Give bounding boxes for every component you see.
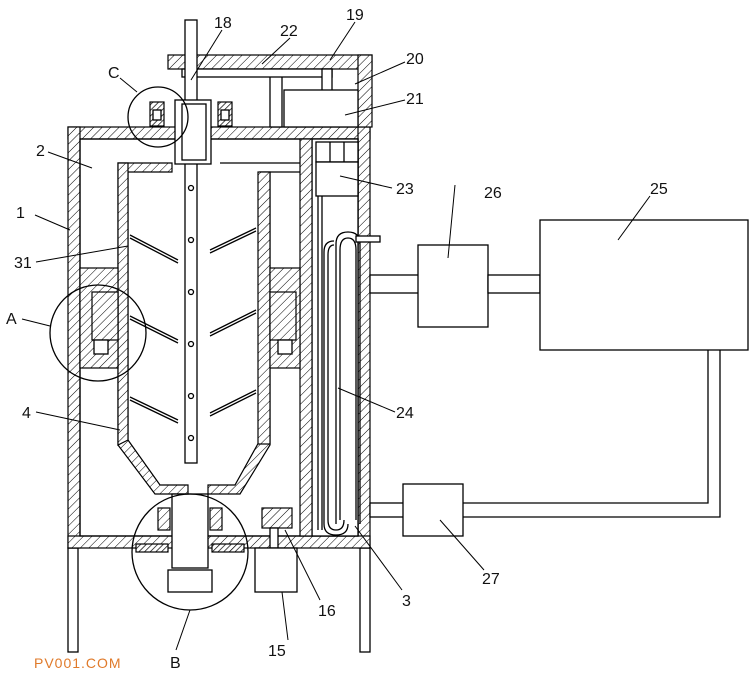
heat-exchange-tube bbox=[323, 231, 381, 536]
label-18: 18 bbox=[214, 15, 232, 32]
external-devices bbox=[369, 219, 749, 537]
label-19: 19 bbox=[346, 7, 364, 24]
label-15: 15 bbox=[268, 643, 286, 660]
part-labels: 18 22 19 20 21 C 2 1 31 A 4 23 26 25 24 … bbox=[6, 7, 668, 672]
label-31: 31 bbox=[14, 255, 32, 272]
right-chamber bbox=[311, 138, 359, 537]
legs bbox=[67, 547, 371, 653]
central-shaft bbox=[174, 19, 212, 464]
label-1: 1 bbox=[16, 205, 25, 222]
label-25: 25 bbox=[650, 181, 668, 198]
top-bearings bbox=[149, 101, 233, 127]
label-20: 20 bbox=[406, 51, 424, 68]
bottom-outlet bbox=[135, 493, 298, 593]
watermark: PV001.COM bbox=[34, 655, 122, 671]
label-27: 27 bbox=[482, 571, 500, 588]
label-21: 21 bbox=[406, 91, 424, 108]
label-2: 2 bbox=[36, 143, 45, 160]
label-3: 3 bbox=[402, 593, 411, 610]
label-22: 22 bbox=[280, 23, 298, 40]
label-23: 23 bbox=[396, 181, 414, 198]
leader-lines bbox=[21, 21, 651, 651]
label-c: C bbox=[108, 65, 120, 82]
label-4: 4 bbox=[22, 405, 31, 422]
label-b: B bbox=[170, 655, 181, 672]
top-cover bbox=[167, 54, 373, 128]
label-a: A bbox=[6, 311, 17, 328]
label-26: 26 bbox=[484, 185, 502, 202]
label-24: 24 bbox=[396, 405, 414, 422]
label-16: 16 bbox=[318, 603, 336, 620]
mixing-blades bbox=[129, 227, 257, 424]
